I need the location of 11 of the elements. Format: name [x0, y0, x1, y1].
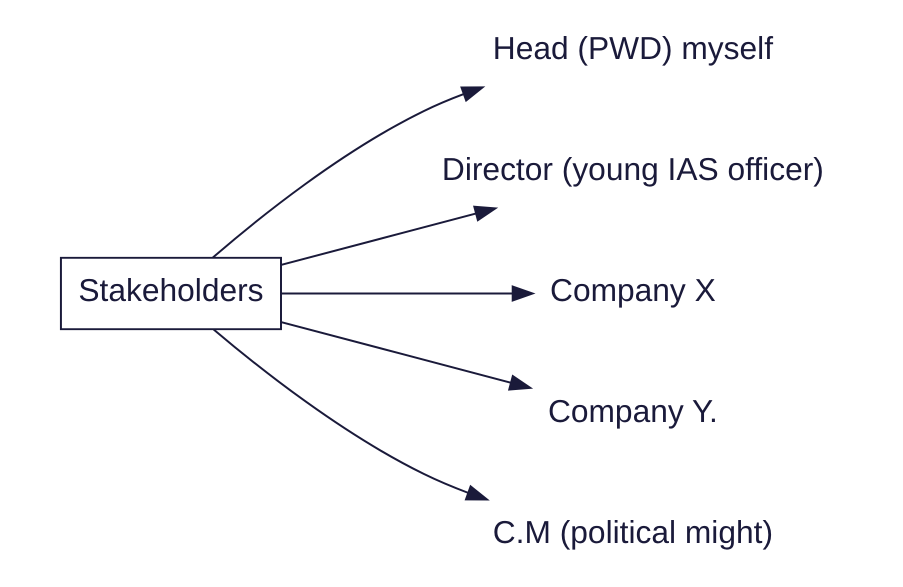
node-text: Company Y.: [548, 392, 718, 429]
node-box: Stakeholders: [60, 256, 282, 330]
node-text: Company X: [550, 272, 716, 308]
arrow: [281, 321, 534, 391]
arrow: [213, 328, 490, 501]
node-text: Head (PWD) myself: [492, 30, 774, 66]
node-text: C.M (political might): [492, 514, 774, 550]
arrow: [281, 206, 498, 266]
arrow: [281, 285, 536, 302]
arrow: [212, 86, 486, 258]
node-text: Director (young IAS officer): [442, 151, 824, 188]
